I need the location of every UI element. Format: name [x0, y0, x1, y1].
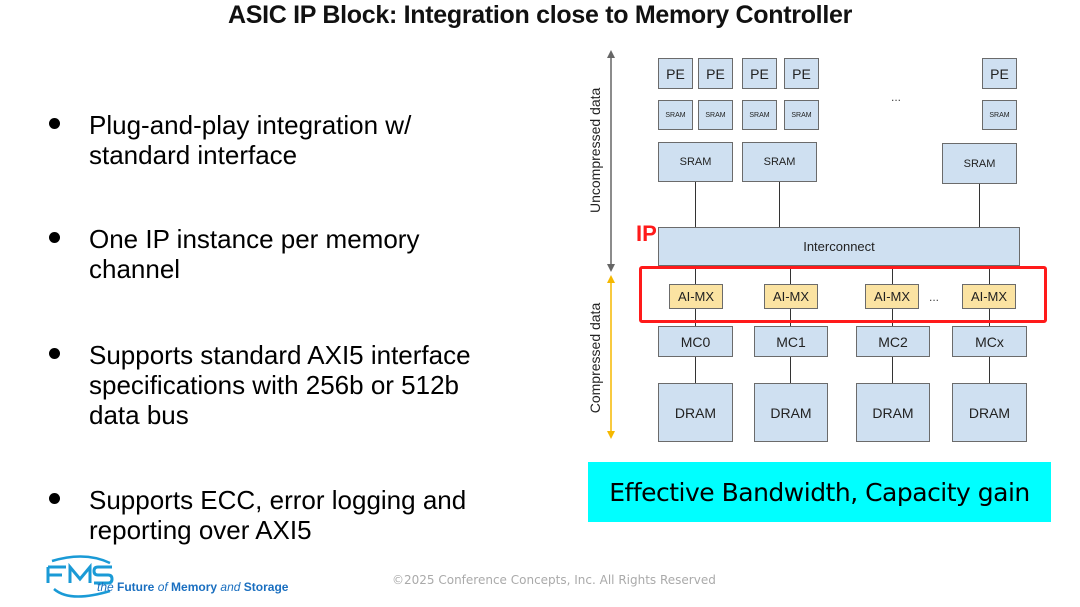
compressed-data-label: Compressed data — [587, 302, 603, 414]
dram-block: DRAM — [952, 383, 1027, 442]
bullet-text: Supports ECC, error logging and reportin… — [89, 485, 467, 545]
bullet-dot-icon — [49, 348, 60, 359]
ai-mx-block: AI-MX — [865, 284, 919, 309]
connector-line — [892, 356, 893, 383]
tagline-part: and — [217, 580, 244, 594]
shared-sram-block: SRAM — [742, 142, 817, 182]
tagline-part: Storage — [243, 580, 289, 594]
ai-mx-block: AI-MX — [669, 284, 723, 309]
ip-highlight-box — [639, 266, 1047, 323]
shared-sram-block: SRAM — [942, 143, 1017, 184]
shared-sram-block: SRAM — [658, 142, 733, 182]
bandwidth-callout: Effective Bandwidth, Capacity gain — [588, 462, 1051, 522]
local-sram-block: SRAM — [982, 100, 1017, 130]
connector-line — [779, 181, 780, 227]
tagline-part: Memory — [171, 580, 218, 594]
tagline-part: the — [97, 580, 118, 594]
local-sram-block: SRAM — [658, 100, 693, 130]
connector-line — [989, 356, 990, 383]
connector-line — [979, 183, 980, 227]
compressed-arrow-icon — [607, 275, 615, 439]
bullet-dot-icon — [49, 118, 60, 129]
ai-mx-block: AI-MX — [962, 284, 1016, 309]
tagline-part: of — [154, 580, 172, 594]
connector-line — [790, 356, 791, 383]
fms-logo-icon — [46, 555, 114, 598]
pe-block: PE — [982, 58, 1017, 89]
interconnect-block: Interconnect — [658, 227, 1020, 266]
uncompressed-data-label: Uncompressed data — [587, 87, 603, 213]
copyright-footer: ©2025 Conference Concepts, Inc. All Righ… — [392, 573, 716, 587]
dram-block: DRAM — [856, 383, 930, 442]
connector-line — [695, 181, 696, 227]
bullet-dot-icon — [49, 493, 60, 504]
connector-line — [695, 356, 696, 383]
uncompressed-arrow-icon — [607, 50, 615, 272]
pe-block: PE — [658, 58, 693, 89]
local-sram-block: SRAM — [742, 100, 777, 130]
tagline-part: Future — [117, 580, 155, 594]
pe-block: PE — [742, 58, 777, 89]
memory-controller-block: MC2 — [856, 326, 930, 357]
local-sram-block: SRAM — [698, 100, 733, 130]
dram-block: DRAM — [658, 383, 733, 442]
local-sram-block: SRAM — [784, 100, 819, 130]
dram-block: DRAM — [754, 383, 828, 442]
more-pe-ellipsis: ... — [891, 90, 902, 104]
bullet-text: Plug-and-play integration w/ standard in… — [89, 110, 412, 170]
pe-block: PE — [784, 58, 819, 89]
slide-title: ASIC IP Block: Integration close to Memo… — [227, 1, 853, 29]
more-channels-ellipsis: ... — [929, 290, 940, 304]
fms-tagline: the Future of Memory and Storage — [97, 580, 288, 594]
bullet-text: One IP instance per memory channel — [89, 224, 420, 284]
ai-mx-block: AI-MX — [764, 284, 818, 309]
memory-controller-block: MC0 — [658, 326, 733, 357]
pe-block: PE — [698, 58, 733, 89]
memory-controller-block: MCx — [952, 326, 1027, 357]
bullet-dot-icon — [49, 232, 60, 243]
memory-controller-block: MC1 — [754, 326, 828, 357]
ip-label: IP — [636, 221, 657, 246]
bullet-text: Supports standard AXI5 interface specifi… — [89, 340, 471, 430]
